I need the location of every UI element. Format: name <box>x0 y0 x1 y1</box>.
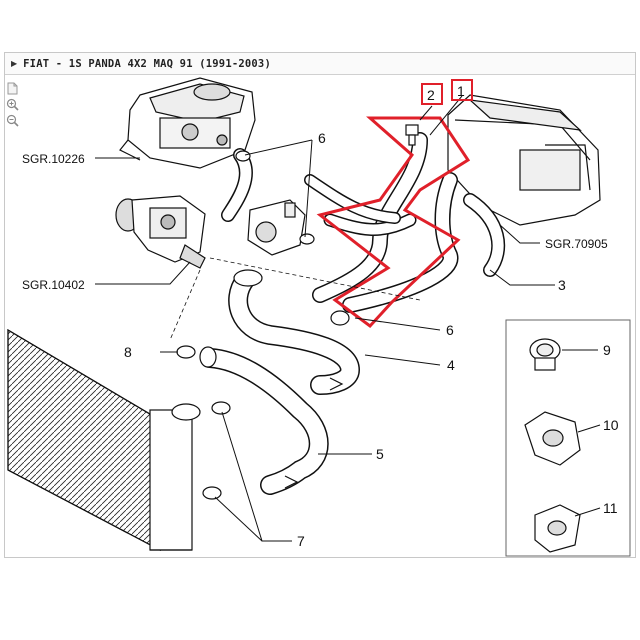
clip-9-part <box>529 338 561 371</box>
callout-3: 3 <box>558 277 566 293</box>
sgr-10226-label: SGR.10226 <box>22 152 85 166</box>
carburettor-part <box>119 77 256 169</box>
callout-box-2 <box>421 83 443 105</box>
callout-5: 5 <box>376 446 384 462</box>
side-toolbar <box>6 82 20 130</box>
thermostat-housing-part <box>115 195 206 269</box>
page-icon[interactable] <box>6 82 19 95</box>
hose-connector-part <box>247 199 306 256</box>
clamp-part <box>330 310 350 326</box>
leader-lines <box>95 95 601 542</box>
highlight-outline <box>316 116 471 329</box>
sgr-10402-label: SGR.10402 <box>22 278 85 292</box>
page-title: FIAT - 1S PANDA 4X2 MAQ 91 (1991-2003) <box>23 57 271 70</box>
clip-10-part <box>524 411 581 466</box>
bleed-screw-part <box>405 124 419 146</box>
heater-box-part <box>447 94 601 226</box>
callout-1: 1 <box>457 83 465 99</box>
callout-10: 10 <box>603 417 619 433</box>
expand-arrow-icon[interactable]: ▶ <box>11 59 18 68</box>
callout-2: 2 <box>427 87 435 103</box>
callout-6-bottom: 6 <box>446 322 454 338</box>
sgr-70905-label: SGR.70905 <box>545 237 608 251</box>
callout-8: 8 <box>124 344 132 360</box>
callout-box-1 <box>451 79 473 101</box>
callout-4: 4 <box>447 357 455 373</box>
callout-9: 9 <box>603 342 611 358</box>
clamp-part <box>235 150 315 245</box>
callout-6-top: 6 <box>318 130 326 146</box>
lower-hose-5-part <box>199 346 329 495</box>
zoom-out-icon[interactable] <box>6 114 19 127</box>
callout-7: 7 <box>297 533 305 549</box>
viewer-title-bar: ▶ FIAT - 1S PANDA 4X2 MAQ 91 (1991-2003) <box>5 53 635 75</box>
clip-11-part <box>534 504 581 553</box>
zoom-in-icon[interactable] <box>6 98 19 111</box>
lower-hose-4-part <box>228 269 361 395</box>
radiator-part <box>7 328 201 551</box>
heater-hoses-part <box>304 132 506 313</box>
detail-panel <box>505 319 631 557</box>
callout-11: 11 <box>603 500 618 516</box>
clamp-part <box>176 345 231 500</box>
dashed-guide-line <box>209 257 421 301</box>
